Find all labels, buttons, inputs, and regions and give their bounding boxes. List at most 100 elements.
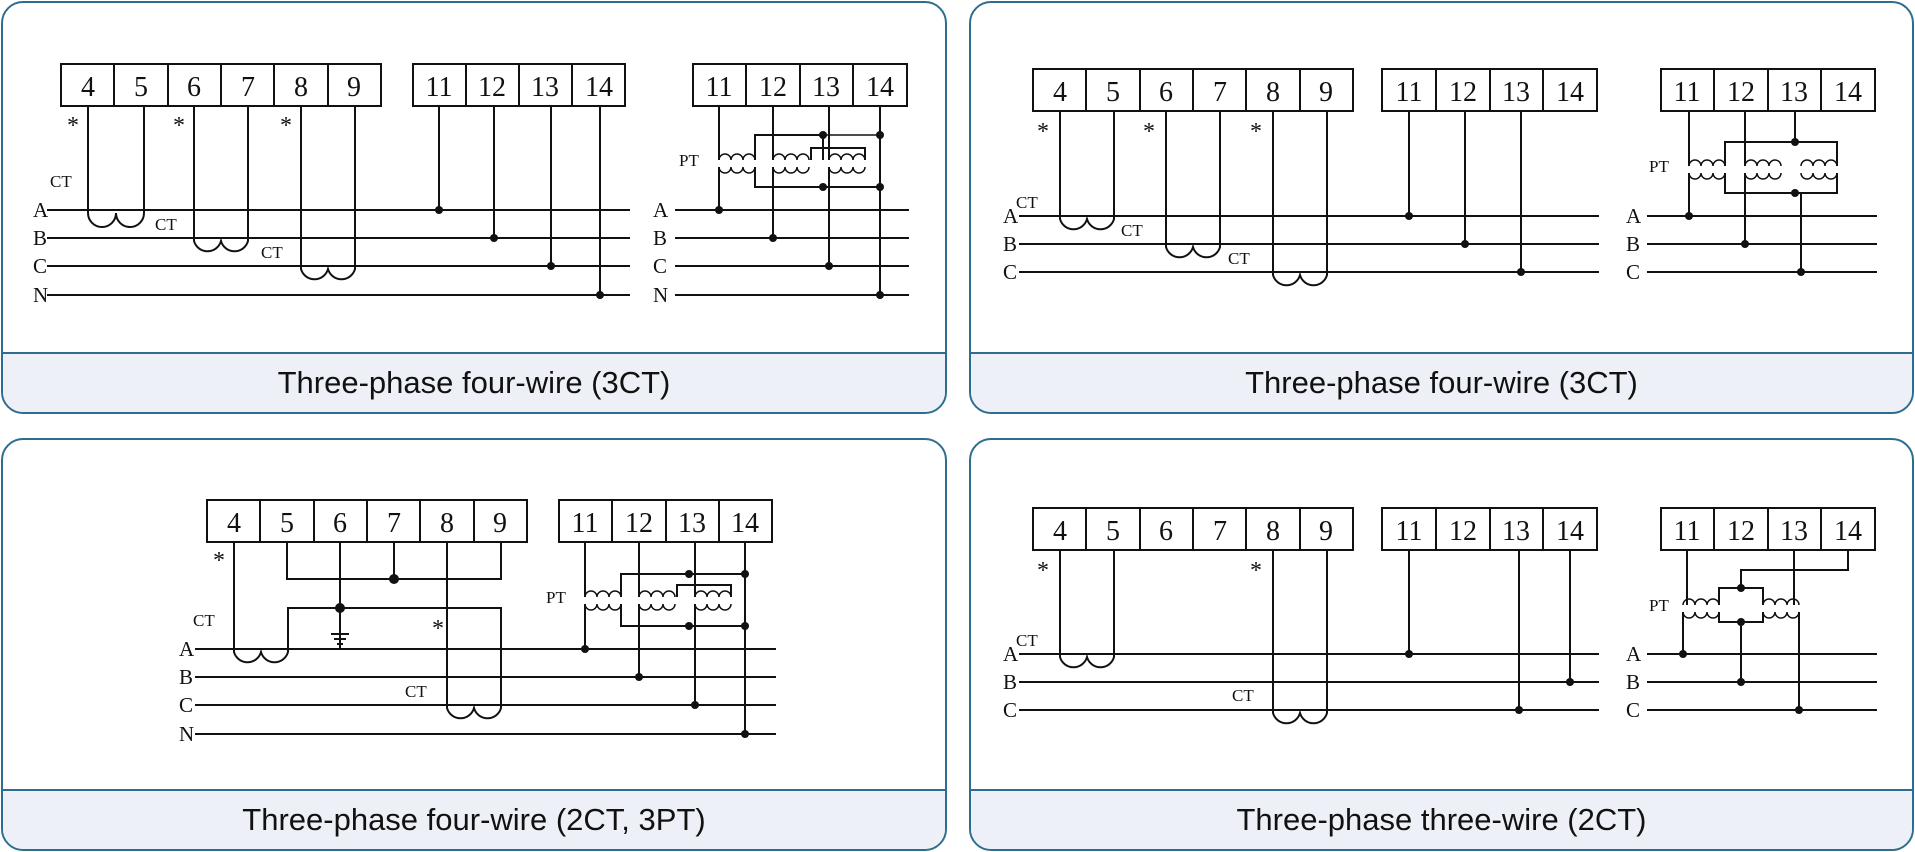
phase-label: A <box>1003 204 1019 228</box>
terminal-label: 6 <box>187 72 201 103</box>
phase-label: A <box>179 637 195 661</box>
terminal-label: 5 <box>1106 516 1120 547</box>
terminal-label: 14 <box>585 72 613 103</box>
phase-label: B <box>1003 670 1017 694</box>
terminal-label: 6 <box>1159 77 1173 108</box>
ct-label: CT <box>1121 221 1143 240</box>
pt-label: PT <box>679 151 699 170</box>
terminal-label: 12 <box>625 508 653 539</box>
terminal-label: 7 <box>387 508 401 539</box>
phase-label: C <box>1626 260 1640 284</box>
wiring-panel-1: 4 5 6 7 8 9 11 12 13 14 11 12 13 14 A B <box>1 1 947 414</box>
terminal-label: 6 <box>333 508 347 539</box>
terminal-label: 14 <box>731 508 759 539</box>
terminal-label: 11 <box>706 72 733 103</box>
terminal-label: 12 <box>1449 516 1477 547</box>
terminal-label: 4 <box>1053 77 1067 108</box>
terminal-label: 4 <box>81 72 95 103</box>
current-terminal-block: 4 5 6 7 8 9 <box>1032 68 1354 112</box>
ct-label: CT <box>1228 249 1250 268</box>
terminal-label: 12 <box>478 72 506 103</box>
terminal-label: 13 <box>1780 77 1808 108</box>
panel-caption: Three-phase four-wire (2CT, 3PT) <box>3 789 945 849</box>
terminal-label: 8 <box>1266 77 1280 108</box>
phase-label: N <box>179 722 194 746</box>
terminal-label: 4 <box>227 508 241 539</box>
terminal-label: 14 <box>866 72 894 103</box>
pt-transformers: PT <box>679 106 884 299</box>
ct-label: CT <box>1016 631 1038 650</box>
terminal-label: 11 <box>1396 77 1423 108</box>
ct-coils: CT CT CT * * * <box>50 106 356 281</box>
polarity-mark: * <box>432 616 444 642</box>
voltage-leads <box>1405 550 1574 714</box>
phase-label: C <box>1626 698 1640 722</box>
wiring-panel-3: 4 5 6 7 8 9 11 12 13 14 A B C N CT CT * … <box>1 438 947 851</box>
terminal-label: 14 <box>1834 516 1862 547</box>
panel-caption: Three-phase four-wire (3CT) <box>971 352 1912 412</box>
phase-label: C <box>1003 260 1017 284</box>
terminal-label: 13 <box>1502 516 1530 547</box>
ct-label: CT <box>405 682 427 701</box>
terminal-label: 12 <box>1727 77 1755 108</box>
voltage-leads <box>1405 111 1525 276</box>
ct-label: CT <box>1016 193 1038 212</box>
phase-label: B <box>653 226 667 250</box>
pt-label: PT <box>1649 157 1669 176</box>
voltage-terminal-block: 11 12 13 14 <box>1381 68 1598 112</box>
terminal-label: 13 <box>531 72 559 103</box>
terminal-label: 14 <box>1834 77 1862 108</box>
voltage-terminal-block: 11 12 13 14 <box>558 499 773 543</box>
phase-label: A <box>1003 642 1019 666</box>
terminal-label: 9 <box>1319 516 1333 547</box>
phase-label: B <box>1003 232 1017 256</box>
wiring-diagram-1: 4 5 6 7 8 9 11 12 13 14 11 12 13 14 A B <box>33 63 909 307</box>
ct-label: CT <box>1232 686 1254 705</box>
voltage-terminal-block: 11 12 13 14 <box>412 63 626 107</box>
ct-label: CT <box>261 243 283 262</box>
polarity-mark: * <box>1250 558 1262 584</box>
phase-label: B <box>1626 670 1640 694</box>
terminal-label: 5 <box>1106 77 1120 108</box>
phase-label: A <box>1626 204 1642 228</box>
terminal-label: 11 <box>426 72 453 103</box>
panel-caption: Three-phase three-wire (2CT) <box>971 789 1912 849</box>
polarity-mark: * <box>1250 119 1262 145</box>
voltage-terminal-block: 11 12 13 14 <box>1381 507 1598 551</box>
ct-coils: CT CT * * <box>1016 550 1328 725</box>
phase-label: C <box>33 254 47 278</box>
terminal-label: 5 <box>134 72 148 103</box>
current-terminal-block: 4 5 6 7 8 9 <box>206 499 528 543</box>
terminal-label: 8 <box>1266 516 1280 547</box>
pt-label: PT <box>546 588 566 607</box>
phase-label: B <box>33 226 47 250</box>
terminal-label: 11 <box>1674 77 1701 108</box>
panel-caption: Three-phase four-wire (3CT) <box>3 352 945 412</box>
phase-label: C <box>653 254 667 278</box>
wiring-panel-4: 4 5 6 7 8 9 11 12 13 14 11 12 13 14 A B … <box>969 438 1914 851</box>
polarity-mark: * <box>1143 119 1155 145</box>
terminal-label: 6 <box>1159 516 1173 547</box>
polarity-mark: * <box>173 113 185 139</box>
ct-label: CT <box>155 215 177 234</box>
ct-coils: CT CT * * <box>193 542 502 720</box>
phase-lines: A B C N <box>179 637 776 746</box>
wiring-diagram-3: 4 5 6 7 8 9 11 12 13 14 A B C N CT CT * … <box>179 499 776 746</box>
wiring-diagram-2: 4 5 6 7 8 9 11 12 13 14 11 12 13 14 A B … <box>1003 68 1877 287</box>
polarity-mark: * <box>280 113 292 139</box>
wiring-panel-2: 4 5 6 7 8 9 11 12 13 14 11 12 13 14 A B … <box>969 1 1914 414</box>
terminal-label: 11 <box>1396 516 1423 547</box>
current-terminal-block: 4 5 6 7 8 9 <box>60 63 382 107</box>
phase-label: B <box>179 665 193 689</box>
polarity-mark: * <box>1037 119 1049 145</box>
pt-terminal-block: 11 12 13 14 <box>1660 507 1876 551</box>
terminal-label: 4 <box>1053 516 1067 547</box>
terminal-label: 7 <box>1213 516 1227 547</box>
phase-lines: A B C A B C <box>1003 642 1877 722</box>
terminal-label: 11 <box>572 508 599 539</box>
terminal-label: 13 <box>1780 516 1808 547</box>
polarity-mark: * <box>213 548 225 574</box>
pt-terminal-block: 11 12 13 14 <box>1660 68 1876 112</box>
pt-transformers: PT <box>1649 550 1849 714</box>
terminal-label: 13 <box>678 508 706 539</box>
